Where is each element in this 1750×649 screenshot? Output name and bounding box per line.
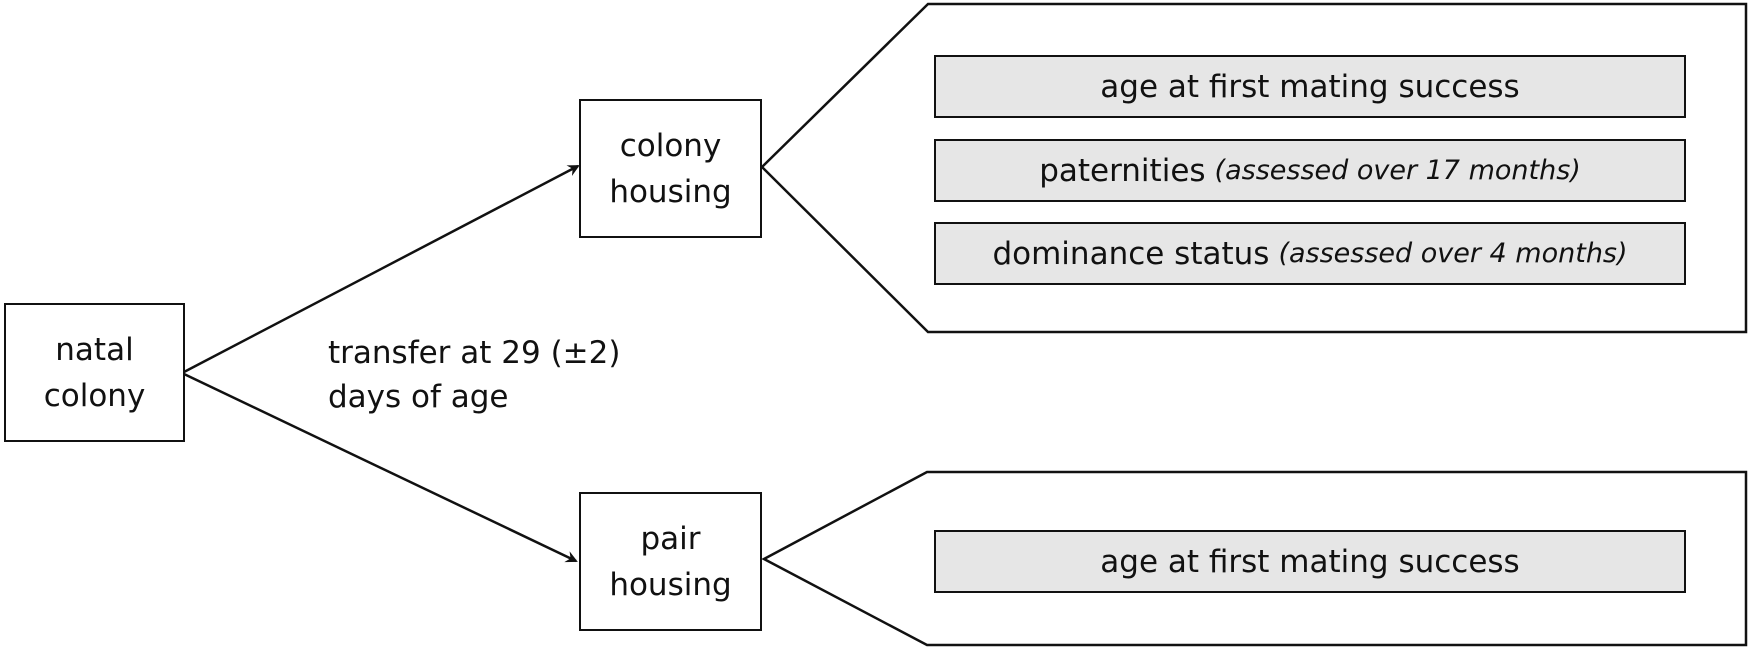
arrow-to-colony-housing bbox=[183, 164, 580, 374]
colony-housing-node: colony housing bbox=[579, 99, 762, 238]
natal-colony-line2: colony bbox=[43, 377, 146, 414]
outcome-note: (assessed over 4 months) bbox=[1278, 238, 1628, 269]
arrow-to-pair-housing bbox=[183, 372, 578, 563]
pair-outcome-age-first-mating: age at first mating success bbox=[934, 530, 1686, 593]
natal-colony-node: natal colony bbox=[4, 303, 185, 442]
colony-housing-line2: housing bbox=[609, 173, 732, 210]
outcome-text: paternities bbox=[1039, 152, 1206, 189]
outcome-text: age at first mating success bbox=[1100, 543, 1520, 580]
outcome-note: (assessed over 17 months) bbox=[1214, 155, 1581, 186]
pair-housing-node: pair housing bbox=[579, 492, 762, 631]
colony-housing-line1: colony bbox=[619, 127, 722, 164]
colony-outcome-dominance-status: dominance status (assessed over 4 months… bbox=[934, 222, 1686, 285]
transfer-label-line2: days of age bbox=[328, 379, 509, 415]
natal-colony-line1: natal bbox=[55, 331, 134, 368]
transfer-label: transfer at 29 (±2) days of age bbox=[328, 331, 620, 419]
colony-outcome-paternities: paternities (assessed over 17 months) bbox=[934, 139, 1686, 202]
transfer-label-line1: transfer at 29 (±2) bbox=[328, 335, 621, 371]
outcome-text: dominance status bbox=[992, 235, 1270, 272]
colony-outcome-age-first-mating: age at first mating success bbox=[934, 55, 1686, 118]
outcome-text: age at first mating success bbox=[1100, 68, 1520, 105]
pair-housing-line2: housing bbox=[609, 566, 732, 603]
pair-housing-line1: pair bbox=[640, 520, 701, 557]
